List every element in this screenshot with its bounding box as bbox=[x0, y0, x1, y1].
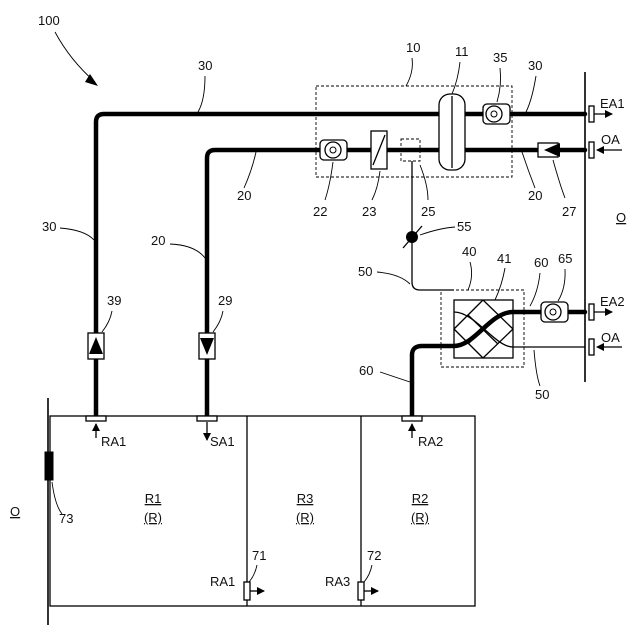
leader-25 bbox=[420, 165, 428, 200]
room-r3-name: R3 bbox=[297, 491, 314, 506]
ref-20-top: 20 bbox=[237, 188, 251, 203]
ref-27: 27 bbox=[562, 204, 576, 219]
leader-50-left bbox=[377, 272, 410, 284]
ref-55: 55 bbox=[457, 219, 471, 234]
leader-20-top bbox=[244, 152, 256, 188]
ref-39: 39 bbox=[107, 293, 121, 308]
leader-73 bbox=[52, 482, 62, 514]
label-ea2: EA2 bbox=[600, 294, 625, 309]
leader-30-left bbox=[60, 228, 94, 240]
ref-20-right: 20 bbox=[528, 188, 542, 203]
transfer-grille-72 bbox=[358, 582, 378, 600]
ref-11: 11 bbox=[455, 44, 469, 59]
ref-22: 22 bbox=[313, 204, 327, 219]
ref-30-right: 30 bbox=[528, 58, 542, 73]
leader-30-top bbox=[198, 76, 205, 112]
ref-30-left: 30 bbox=[42, 219, 56, 234]
ref-60-left: 60 bbox=[359, 363, 373, 378]
leader-41 bbox=[495, 268, 505, 300]
leader-35 bbox=[497, 68, 501, 102]
room-r3-type: (R) bbox=[296, 510, 314, 525]
wall-outlet-ea2 bbox=[589, 304, 594, 320]
ref-35: 35 bbox=[493, 50, 507, 65]
leader-71 bbox=[249, 565, 257, 582]
label-oa2: OA bbox=[601, 330, 620, 345]
leader-20-right bbox=[522, 152, 535, 188]
ref-23: 23 bbox=[362, 204, 376, 219]
room-r2-type: (R) bbox=[411, 510, 429, 525]
wall-inlet-oa2 bbox=[589, 339, 594, 355]
ref-50-left: 50 bbox=[358, 264, 372, 279]
outdoor-label-right: O bbox=[616, 210, 626, 225]
leader-72 bbox=[364, 565, 372, 582]
ref-29: 29 bbox=[218, 293, 232, 308]
room-r1-type: (R) bbox=[144, 510, 162, 525]
room-r2-name: R2 bbox=[412, 491, 429, 506]
damper-27 bbox=[538, 143, 560, 157]
ref-40: 40 bbox=[462, 244, 476, 259]
label-ra3: RA3 bbox=[325, 574, 350, 589]
label-sa1: SA1 bbox=[210, 434, 235, 449]
ref-71: 71 bbox=[252, 548, 266, 563]
leader-30-right bbox=[526, 76, 536, 112]
element-73 bbox=[45, 452, 53, 480]
label-oa1: OA bbox=[601, 132, 620, 147]
figure-number-arrowhead bbox=[85, 74, 98, 86]
leader-29 bbox=[213, 311, 223, 332]
exhaust-fan-35 bbox=[483, 104, 510, 124]
ref-72: 72 bbox=[367, 548, 381, 563]
ref-65: 65 bbox=[558, 251, 572, 266]
wall-outlet-ea1 bbox=[589, 106, 594, 122]
transfer-grille-71 bbox=[244, 582, 264, 600]
leader-60-left bbox=[380, 372, 410, 382]
supply-fan-22 bbox=[320, 140, 347, 160]
label-ra1-top: RA1 bbox=[101, 434, 126, 449]
ref-41: 41 bbox=[497, 251, 511, 266]
outdoor-label-left: O bbox=[10, 504, 20, 519]
leader-65 bbox=[558, 269, 565, 301]
ref-60-top: 60 bbox=[534, 255, 548, 270]
leader-11 bbox=[452, 62, 460, 94]
check-damper-29 bbox=[199, 333, 215, 359]
leader-39 bbox=[102, 311, 112, 332]
ref-73: 73 bbox=[59, 511, 73, 526]
ref-20-left: 20 bbox=[151, 233, 165, 248]
leader-27 bbox=[553, 160, 565, 198]
check-damper-39 bbox=[88, 333, 104, 359]
ref-25: 25 bbox=[421, 204, 435, 219]
figure-number: 100 bbox=[38, 13, 60, 28]
leader-50-bottom bbox=[534, 350, 540, 386]
leader-40 bbox=[468, 262, 472, 290]
ref-50-bottom: 50 bbox=[535, 387, 549, 402]
label-ea1: EA1 bbox=[600, 96, 625, 111]
leader-20-left bbox=[170, 244, 205, 258]
ref-10: 10 bbox=[406, 40, 420, 55]
ref-30-top: 30 bbox=[198, 58, 212, 73]
label-ra1-bottom: RA1 bbox=[210, 574, 235, 589]
leader-55 bbox=[420, 227, 455, 235]
wall-inlet-oa1 bbox=[589, 142, 594, 158]
branch-duct-50 bbox=[412, 161, 454, 290]
leader-10 bbox=[406, 58, 412, 86]
leader-60-top bbox=[530, 273, 540, 306]
filter-23 bbox=[371, 131, 387, 169]
room-r1-name: R1 bbox=[145, 491, 162, 506]
figure-number-arrow bbox=[55, 32, 95, 82]
exhaust-fan-65 bbox=[541, 302, 568, 322]
leader-22 bbox=[325, 162, 333, 200]
ventilation-unit-10-enclosure bbox=[316, 86, 512, 177]
leader-23 bbox=[372, 171, 380, 200]
label-ra2: RA2 bbox=[418, 434, 443, 449]
